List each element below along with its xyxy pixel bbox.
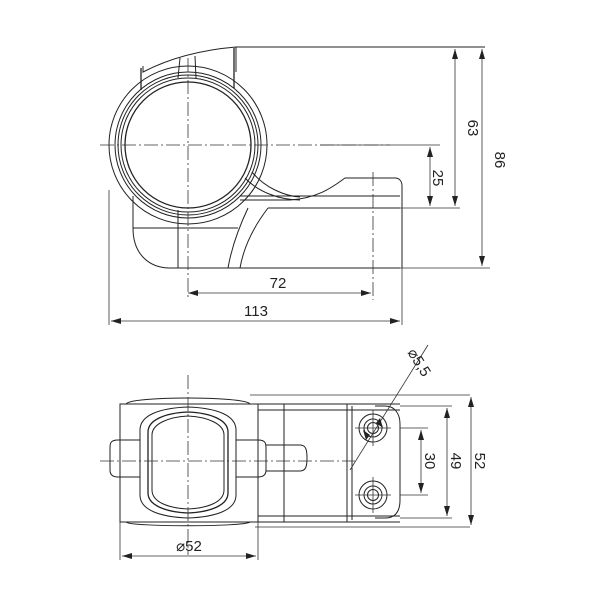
dim-49-label: 49 bbox=[447, 453, 464, 470]
dim-72-label: 72 bbox=[270, 275, 287, 292]
dim-25-label: 25 bbox=[429, 170, 446, 187]
tube-opening-inner-2 bbox=[151, 415, 225, 510]
pin-stub bbox=[266, 444, 308, 472]
ext-dia bbox=[119, 522, 259, 560]
flange-top bbox=[289, 177, 403, 268]
gusset-curve-1 bbox=[227, 207, 249, 269]
slot-outline bbox=[375, 405, 401, 519]
dim-hole-dia-label: ⌀5,5 bbox=[404, 345, 434, 379]
hole-centermarks bbox=[355, 410, 391, 513]
tube-opening-inner bbox=[147, 411, 229, 514]
left-boss bbox=[109, 439, 140, 478]
dim-63-label: 63 bbox=[464, 120, 481, 137]
flange-inner bbox=[258, 409, 400, 517]
ext-30 bbox=[400, 427, 428, 496]
side-view: 63 86 25 72 113 bbox=[100, 46, 508, 325]
dim-30-label: 30 bbox=[421, 453, 438, 470]
right-boss bbox=[236, 439, 267, 478]
tube-opening-outer bbox=[139, 406, 237, 519]
top-cap-outline bbox=[142, 46, 237, 73]
rib-curve-1 bbox=[251, 171, 301, 198]
dim-hole-leader bbox=[349, 344, 429, 471]
dim-52-label: 52 bbox=[471, 453, 488, 470]
leader-arrow-1 bbox=[376, 418, 383, 428]
ext-49 bbox=[400, 405, 452, 519]
flange-outline bbox=[258, 403, 400, 523]
cap-rib bbox=[177, 55, 197, 79]
lower-body-outline bbox=[132, 196, 400, 269]
leader-arrow-2 bbox=[363, 430, 370, 440]
body-outline bbox=[119, 403, 259, 523]
dim-113-label: 113 bbox=[244, 303, 268, 320]
top-view: ⌀52 ⌀5,5 30 49 52 bbox=[100, 344, 488, 560]
dim-86-label: 86 bbox=[491, 152, 508, 169]
gusset-curve-2 bbox=[239, 207, 269, 269]
dim-dia-52-label: ⌀52 bbox=[176, 538, 202, 555]
